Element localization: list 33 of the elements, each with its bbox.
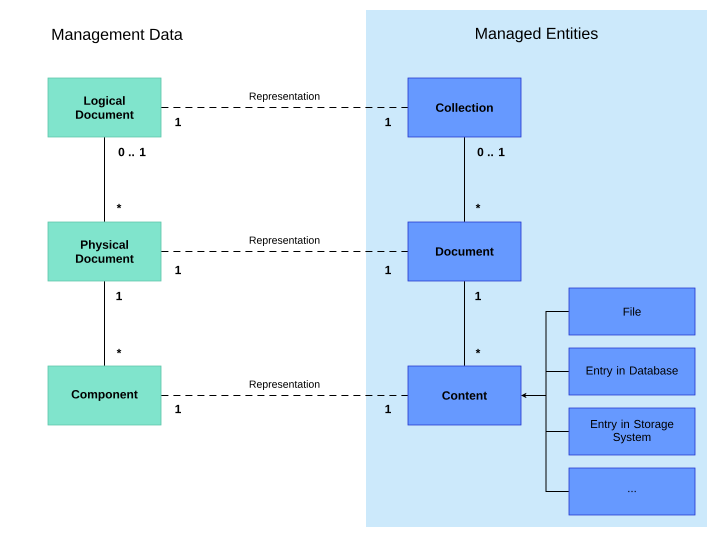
multiplicity-label: 1: [475, 292, 481, 300]
multiplicity-label: 1: [175, 266, 181, 274]
connector: [160, 251, 408, 252]
multiplicity-label: 1: [385, 118, 391, 126]
storage-box: Entry in Database: [568, 348, 696, 396]
connector: [464, 136, 465, 222]
connector: [464, 280, 465, 366]
connector: [160, 395, 408, 396]
entity-box: Logical Document: [48, 78, 162, 138]
multiplicity-label: *: [116, 204, 122, 208]
entity-box: Component: [48, 366, 162, 426]
connector: [104, 280, 105, 366]
storage-box: File: [568, 288, 696, 336]
edge-label: Representation: [250, 236, 320, 246]
column-heading: Management Data: [52, 28, 183, 44]
multiplicity-label: *: [476, 348, 480, 354]
multiplicity-label: 1: [385, 266, 391, 274]
connector: [160, 107, 408, 108]
multiplicity-label: *: [116, 348, 122, 354]
multiplicity-label: 1: [385, 404, 391, 414]
entity-box: Physical Document: [48, 222, 162, 282]
multiplicity-label: 1: [175, 118, 181, 126]
connector: [104, 136, 105, 222]
edge-label: Representation: [250, 92, 320, 102]
multiplicity-label: 1: [116, 292, 122, 300]
multiplicity-label: 1: [175, 404, 181, 414]
entity-box: Document: [408, 222, 522, 282]
storage-box: ...: [568, 468, 696, 516]
multiplicity-label: *: [476, 204, 480, 208]
edge-label: Representation: [250, 380, 320, 390]
storage-box: Entry in Storage System: [568, 408, 696, 456]
entity-box: Collection: [408, 78, 522, 138]
entity-box: Content: [408, 366, 522, 426]
